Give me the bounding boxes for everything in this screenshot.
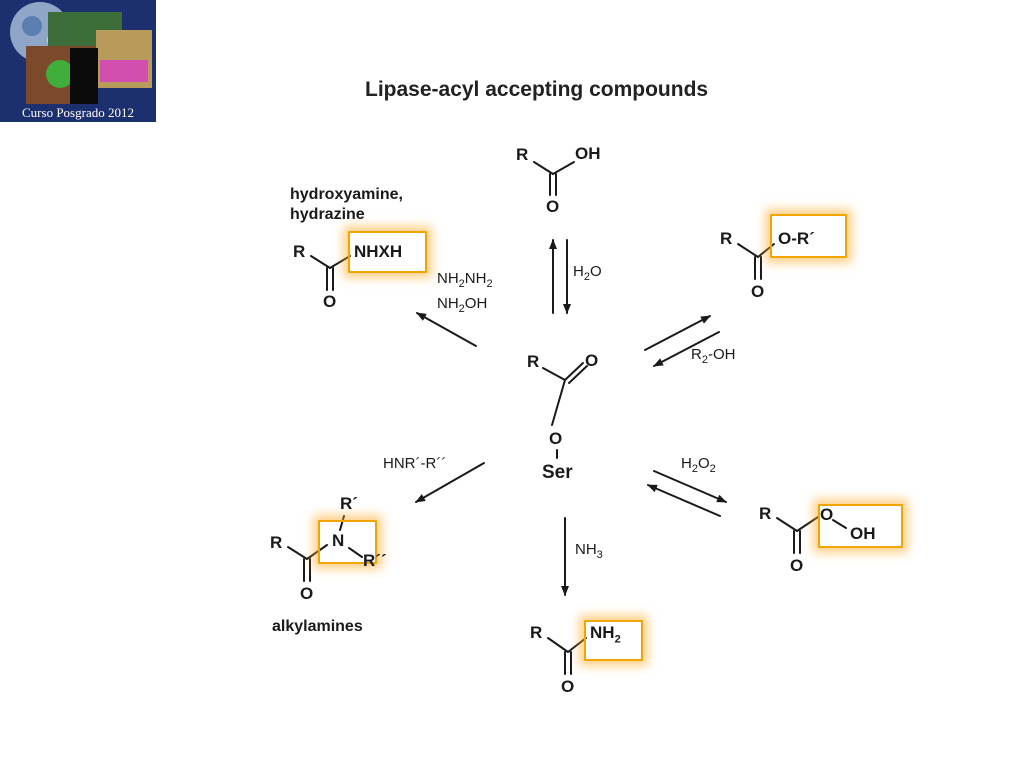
hydroxamate-highlight-box [348, 231, 427, 273]
hydrazine-reagent-label: NH2NH2 [437, 270, 493, 290]
hydroxamate-desc-line1: hydroxyamine, [290, 186, 403, 203]
center-r-label: R [527, 352, 540, 371]
logo-caption: Curso Posgrado 2012 [22, 105, 134, 120]
acid-oh-label: OH [575, 144, 601, 163]
ester-o-label: O [751, 282, 765, 301]
ester-group-label: O-R´ [778, 229, 815, 248]
center-ester-o-label: O [549, 429, 563, 448]
alkylamines-desc-label: alkylamines [272, 618, 363, 635]
acid-r-label: R [516, 145, 529, 164]
acid-bonds [533, 161, 575, 196]
peroxide-reagent-label: H2O2 [681, 455, 716, 475]
amide-r-label: R [530, 623, 543, 642]
hydroxylamine-reagent-label: NH2OH [437, 295, 488, 315]
logo-collage-image [0, 0, 156, 122]
center-o-label: O [585, 351, 599, 370]
ester-highlight-box [770, 214, 847, 258]
hydroxamate-desc-line2: hydrazine [290, 206, 365, 223]
alcohol-reagent-label: R2-OH [691, 346, 736, 366]
ester-bonds [737, 243, 775, 280]
water-reagent-label: H2O [573, 263, 602, 283]
center-acyl-enzyme-bonds [542, 362, 588, 459]
acid-o-label: O [546, 197, 560, 216]
alkylamine-reagent-label: HNR´-R´´ [383, 455, 447, 472]
hydroxamate-r-label: R [293, 242, 306, 261]
alkyl-amide-r-label: R [270, 533, 283, 552]
peracid-r-label: R [759, 504, 772, 523]
ammonia-reagent-label: NH3 [575, 541, 603, 561]
center-ser-label: Ser [542, 462, 573, 483]
amide-o-label: O [561, 677, 575, 696]
amide-bonds [547, 637, 587, 675]
peracid-bonds [776, 516, 847, 554]
course-logo: Curso Posgrado 2012 [0, 0, 156, 122]
alkyl-amide-o-label: O [300, 584, 314, 603]
alkyl-amide-n-label: N [332, 531, 345, 550]
peracid-carbonyl-o-label: O [790, 556, 804, 575]
slide-title: Lipase-acyl accepting compounds [365, 78, 709, 101]
peracid-oh-label: OH [850, 524, 876, 543]
peracid-highlight-box [818, 504, 903, 548]
alkyl-amide-highlight-box [318, 520, 377, 564]
peracid-o-label: O [820, 505, 834, 524]
amide-group-label: NH2 [590, 623, 621, 646]
alkyl-amide-bonds [287, 515, 363, 582]
hydroxamate-o-label: O [323, 292, 337, 311]
reaction-arrows [415, 239, 727, 596]
alkyl-amide-r-double-prime-label: R´´ [363, 551, 387, 570]
ester-r-label: R [720, 229, 733, 248]
amide-highlight-box [584, 620, 643, 661]
hydroxamate-group-label: NHXH [354, 242, 403, 261]
alkyl-amide-r-prime-label: R´ [340, 494, 358, 513]
hydroxamate-bonds [310, 255, 351, 291]
